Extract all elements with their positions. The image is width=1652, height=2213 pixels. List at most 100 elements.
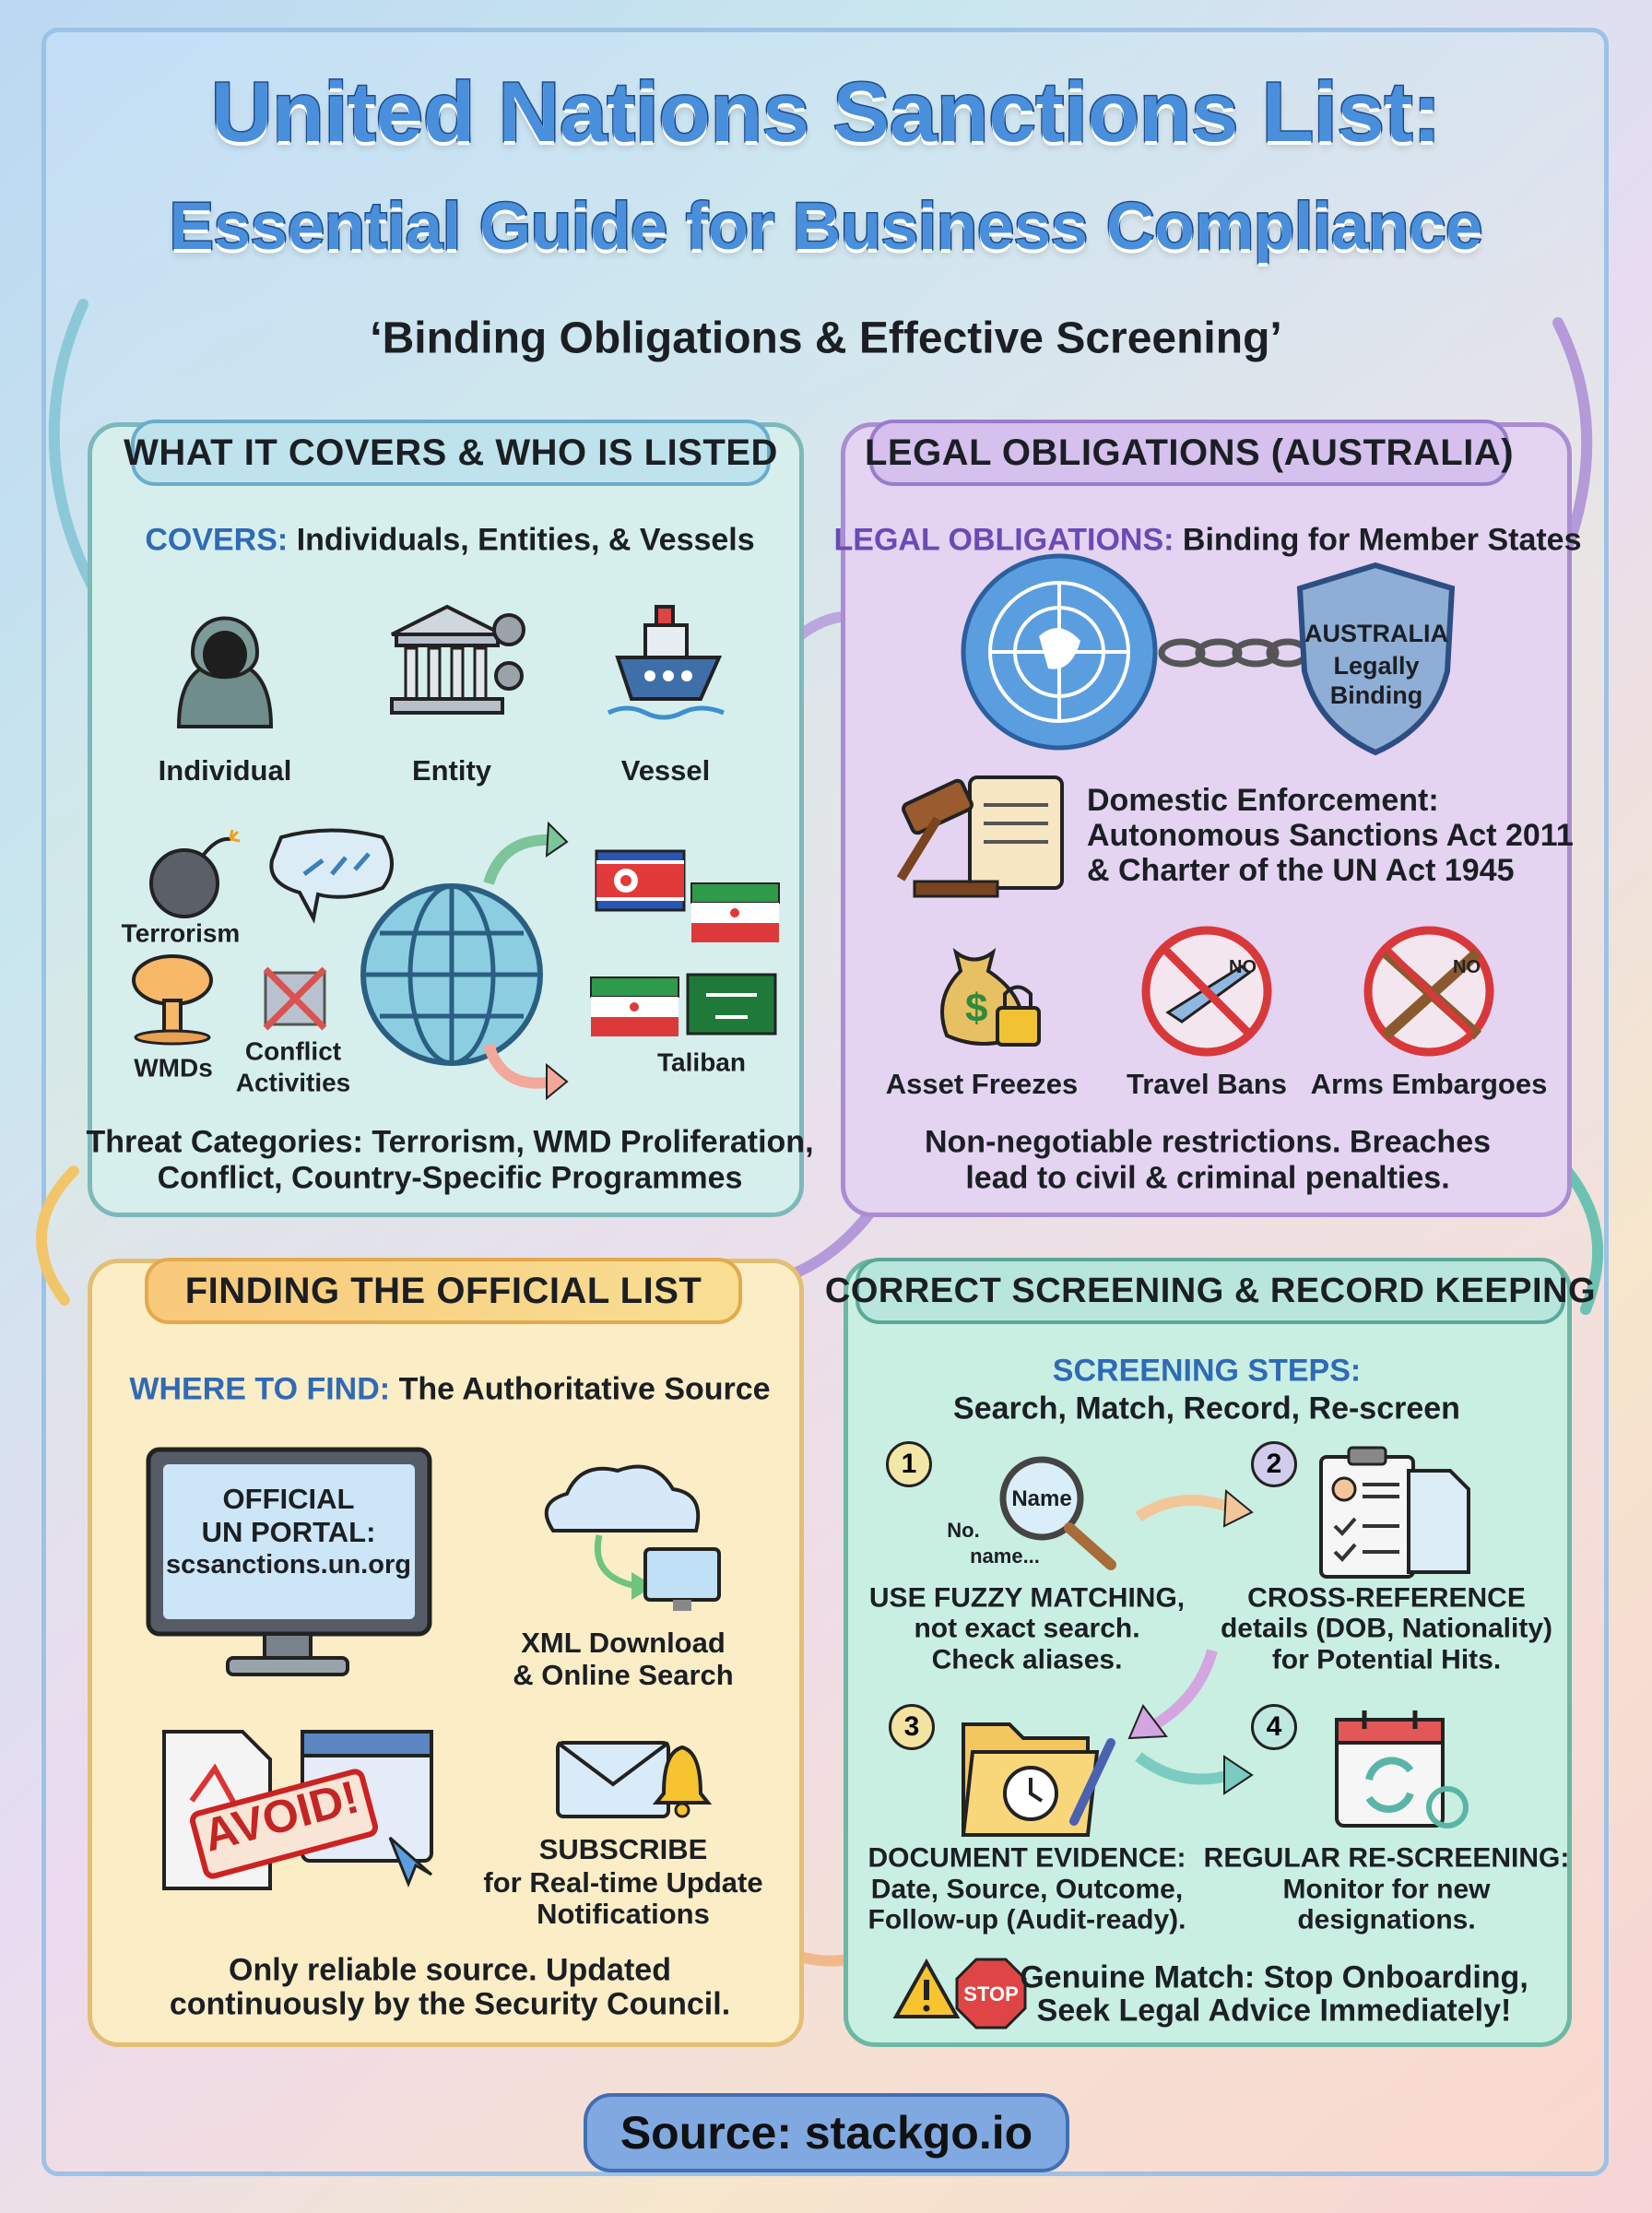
conflict-label-1: Conflict (244, 1036, 342, 1066)
shield-text-2: Legally (1333, 652, 1420, 680)
panel-finding-official-list: FINDING THE OFFICIAL LIST WHERE TO FIND:… (88, 1258, 804, 2047)
asset-freezes-label: Asset Freezes (885, 1067, 1079, 1100)
legal-lead: LEGAL OBLIGATIONS: Binding for Member St… (833, 523, 1581, 557)
step-4-line-1: REGULAR RE-SCREENING: (1203, 1842, 1570, 1874)
monitor-icon (146, 1447, 432, 1676)
xml-download-label-2: & Online Search (513, 1658, 734, 1691)
no-badge: NO (1453, 957, 1481, 977)
step-1-line-1: USE FUZZY MATCHING, (868, 1582, 1186, 1614)
panel-header: CORRECT SCREENING & RECORD KEEPING (825, 1258, 1596, 1324)
arrow-step3-to-4-icon (1135, 1752, 1254, 1795)
legal-footer-1: Non-negotiable restrictions. Breaches (924, 1124, 1492, 1160)
ship-icon (607, 605, 725, 720)
panel-what-it-covers: WHAT IT COVERS & WHO IS LISTED COVERS: I… (86, 420, 814, 1217)
mushroom-cloud-icon (132, 954, 213, 1046)
terrorism-label: Terrorism (121, 918, 241, 948)
envelope-bell-icon (556, 1741, 713, 1818)
lead-label: COVERS: (145, 522, 289, 558)
flag-iran-2-icon (590, 976, 679, 1036)
shield-text-3: Binding (1329, 681, 1423, 710)
folder-clock-icon (961, 1722, 1115, 1837)
stop-sign-icon (955, 1958, 1027, 2030)
legal-footer-2: lead to civil & criminal penalties. (965, 1160, 1450, 1196)
step-1-line-3: Check aliases. (931, 1644, 1123, 1675)
warning-triangle-icon (892, 1958, 961, 2018)
un-emblem-icon (961, 553, 1158, 751)
covers-lead: COVERS: Individuals, Entities, & Vessels (145, 523, 754, 557)
step-2-line-2: details (DOB, Nationality) (1220, 1613, 1553, 1644)
pink-arrow-icon (483, 1043, 569, 1101)
taliban-label: Taliban (657, 1047, 746, 1077)
calendar-refresh-icon (1335, 1710, 1469, 1828)
panel-header: LEGAL OBLIGATIONS (AUSTRALIA) (865, 420, 1514, 486)
building-gears-icon (390, 604, 525, 715)
panel-header: WHAT IT COVERS & WHO IS LISTED (124, 420, 777, 486)
shield-icon (1296, 562, 1456, 756)
step-4-number: 4 (1251, 1704, 1297, 1750)
chain-icon (1158, 638, 1310, 668)
domestic-line-1: Domestic Enforcement: (1087, 783, 1439, 818)
arrow-right-mid-icon (1562, 1166, 1604, 1315)
lead-label: WHERE TO FIND: (129, 1371, 391, 1407)
green-arrow-icon (483, 821, 569, 885)
step-2-number: 2 (1251, 1441, 1297, 1487)
warning-line-1: Genuine Match: Stop Onboarding, (1020, 1959, 1528, 1995)
screening-lead-label: SCREENING STEPS: (1052, 1353, 1362, 1389)
flag-north-korea-icon (595, 849, 686, 912)
portal-url: scsanctions.un.org (166, 1550, 411, 1580)
covers-footer-2: Conflict, Country-Specific Programmes (157, 1160, 743, 1196)
title-line-1: United Nations Sanctions List: (209, 65, 1442, 161)
panel-header: FINDING THE OFFICIAL LIST (145, 1258, 742, 1324)
cloud-download-icon (544, 1464, 721, 1611)
individual-label: Individual (158, 753, 292, 787)
magnifier-name-dots-text: name... (970, 1544, 1040, 1568)
globe-icon (360, 883, 543, 1066)
step-4-line-3: designations. (1297, 1904, 1476, 1935)
step-3-line-3: Follow-up (Audit-ready). (867, 1904, 1186, 1935)
monitor-text-1: OFFICIAL (222, 1482, 355, 1515)
magnifier-name-text: Name (1011, 1485, 1072, 1511)
subscribe-label-1: SUBSCRIBE (538, 1832, 708, 1865)
money-bag-lock-icon: $ (940, 948, 1041, 1047)
conflict-x-icon (263, 966, 327, 1031)
monitor-text-2: UN PORTAL: (201, 1515, 376, 1548)
arrow-step2-to-3-icon (1127, 1649, 1218, 1740)
flag-iran-icon (690, 882, 780, 942)
wmds-label: WMDs (134, 1053, 213, 1083)
no-plane-icon: NO (1141, 926, 1272, 1057)
subtitle: ‘Binding Obligations & Effective Screeni… (370, 314, 1282, 363)
step-2-line-1: CROSS-REFERENCE (1247, 1582, 1526, 1614)
gavel-scroll-icon (896, 775, 1064, 898)
hooded-person-icon (176, 616, 274, 728)
step-3-line-2: Date, Source, Outcome, (870, 1874, 1184, 1905)
finding-footer-1: Only reliable source. Updated (229, 1952, 671, 1988)
shield-text-1: AUSTRALIA (1304, 620, 1448, 648)
screening-lead-text: Search, Match, Record, Re-screen (953, 1391, 1460, 1426)
svg-text:$: $ (965, 986, 987, 1031)
finding-lead: WHERE TO FIND: The Authoritative Source (129, 1372, 770, 1406)
domestic-line-2: Autonomous Sanctions Act 2011 (1087, 818, 1574, 853)
step-3-number: 3 (889, 1704, 935, 1750)
lead-text: Individuals, Entities, & Vessels (288, 522, 755, 558)
domestic-line-3: & Charter of the UN Act 1945 (1087, 853, 1515, 888)
arrow-left-mid-icon (36, 1166, 79, 1306)
lead-text: The Authoritative Source (390, 1371, 771, 1407)
panel-legal-obligations: LEGAL OBLIGATIONS (AUSTRALIA) LEGAL OBLI… (833, 420, 1582, 1217)
step-1-number: 1 (886, 1441, 932, 1487)
xml-download-label-1: XML Download (521, 1626, 726, 1659)
flag-taliban-icon (686, 973, 777, 1035)
speech-bubble-icon (269, 828, 394, 924)
arms-embargoes-label: Arms Embargoes (1310, 1067, 1548, 1100)
step-2-line-3: for Potential Hits. (1271, 1644, 1502, 1675)
warning-line-2: Seek Legal Advice Immediately! (1036, 1993, 1512, 2029)
avoid-documents-icon (162, 1730, 433, 1890)
no-guns-icon: NO (1363, 926, 1494, 1057)
title-line-2: Essential Guide for Business Compliance (168, 189, 1483, 266)
travel-bans-label: Travel Bans (1126, 1067, 1288, 1100)
step-4-line-2: Monitor for new (1282, 1874, 1491, 1905)
clipboard-check-icon (1319, 1446, 1470, 1579)
covers-footer-1: Threat Categories: Terrorism, WMD Prolif… (86, 1124, 814, 1160)
subscribe-label-2: for Real-time Update (483, 1865, 763, 1899)
conflict-label-2: Activities (235, 1068, 351, 1097)
lead-label: LEGAL OBLIGATIONS: (833, 522, 1174, 558)
